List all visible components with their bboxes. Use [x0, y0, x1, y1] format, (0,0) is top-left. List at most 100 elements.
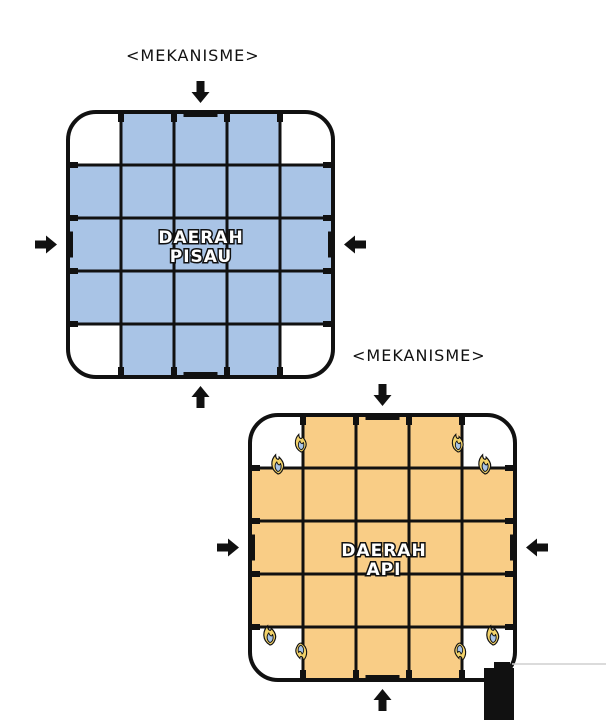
zone-cell: [460, 519, 517, 576]
arrow-down-icon: [373, 384, 392, 406]
zone-cell: [354, 572, 411, 629]
zone-cell: [248, 519, 305, 576]
edge-tick: [252, 624, 260, 630]
zone-cell: [301, 466, 358, 523]
corner-mask: [305, 349, 337, 381]
flame-icon: [295, 642, 308, 662]
arrow-left-icon: [344, 235, 366, 254]
zone-cell: [225, 269, 282, 326]
zone-cell: [66, 163, 123, 220]
zone-cell: [301, 625, 358, 682]
zone-cell: [225, 322, 282, 379]
edge-tick: [277, 114, 283, 122]
flame-inner: [297, 644, 305, 655]
zone-cell: [460, 466, 517, 523]
zone-cell: [407, 519, 464, 576]
edge-tick: [171, 367, 177, 375]
edge-tick: [459, 670, 465, 678]
flame-icon: [294, 433, 307, 453]
gate-icon: [66, 231, 73, 258]
arrow-shape: [373, 689, 392, 711]
edge-tick: [353, 417, 359, 425]
flame-inner: [456, 644, 464, 655]
zone-cell: [119, 216, 176, 273]
corner-mask: [246, 411, 278, 443]
zone-cell: [354, 413, 411, 470]
edge-tick: [323, 162, 331, 168]
zone-cell: [354, 466, 411, 523]
zone-label-line1: DAERAH: [158, 228, 243, 248]
edge-tick: [505, 518, 513, 524]
edge-tick: [171, 114, 177, 122]
mechanism-caption: <MEKANISME>: [352, 346, 486, 365]
flame-icon: [454, 642, 467, 662]
flame-icon: [271, 453, 285, 475]
zone-cell: [66, 216, 123, 273]
gate-icon: [183, 372, 218, 379]
arrow-shape: [191, 386, 210, 408]
arrow-down-icon: [191, 81, 210, 103]
zone-cell: [248, 572, 305, 629]
zone-cell: [66, 269, 123, 326]
edge-tick: [505, 624, 513, 630]
corner-mask: [246, 652, 278, 684]
zone-cell: [119, 110, 176, 167]
edge-tick: [323, 215, 331, 221]
edge-tick: [252, 518, 260, 524]
zone-cell: [460, 572, 517, 629]
edge-tick: [323, 268, 331, 274]
edge-tick: [252, 571, 260, 577]
gate-icon: [328, 231, 335, 258]
corner-mask: [305, 108, 337, 140]
gate-icon: [183, 110, 218, 117]
zone-cell: [278, 163, 335, 220]
flame-inner: [481, 461, 489, 473]
edge-tick: [252, 465, 260, 471]
edge-tick: [406, 417, 412, 425]
flame-icon: [451, 433, 464, 453]
edge-tick: [70, 268, 78, 274]
edge-tick: [118, 114, 124, 122]
arrow-shape: [217, 538, 239, 557]
zone-cell: [119, 163, 176, 220]
edge-tick: [118, 367, 124, 375]
arrow-shape: [373, 384, 392, 406]
zone-label-line2: API: [367, 560, 402, 580]
panel-corner-block: [494, 662, 510, 674]
arrow-left-icon: [526, 538, 548, 557]
zone-cell: [407, 625, 464, 682]
gate-icon: [365, 413, 400, 420]
edge-tick: [353, 670, 359, 678]
arrow-right-icon: [217, 538, 239, 557]
arrow-up-icon: [191, 386, 210, 408]
zone-label-line1: DAERAH: [341, 541, 426, 561]
arrow-right-icon: [35, 235, 57, 254]
zone-cell: [354, 519, 411, 576]
flame-icon: [486, 624, 500, 646]
flame-icon: [263, 624, 277, 646]
edge-tick: [406, 670, 412, 678]
flame-inner: [489, 632, 497, 644]
zone-cell: [278, 216, 335, 273]
zone-cell: [119, 269, 176, 326]
edge-tick: [300, 670, 306, 678]
zone-cell: [225, 163, 282, 220]
gate-icon: [248, 534, 255, 561]
mechanism-caption: <MEKANISME>: [126, 46, 260, 65]
flame-inner: [297, 440, 305, 451]
gate-icon: [510, 534, 517, 561]
corner-mask: [487, 411, 519, 443]
flame-icon: [478, 453, 492, 475]
arrow-shape: [35, 235, 57, 254]
edge-tick: [224, 114, 230, 122]
zone-cell: [172, 110, 229, 167]
flame-inner: [454, 440, 462, 451]
panel-corner-block: [484, 668, 514, 720]
edge-tick: [70, 215, 78, 221]
flame-inner: [274, 461, 282, 473]
zone-cell: [225, 110, 282, 167]
